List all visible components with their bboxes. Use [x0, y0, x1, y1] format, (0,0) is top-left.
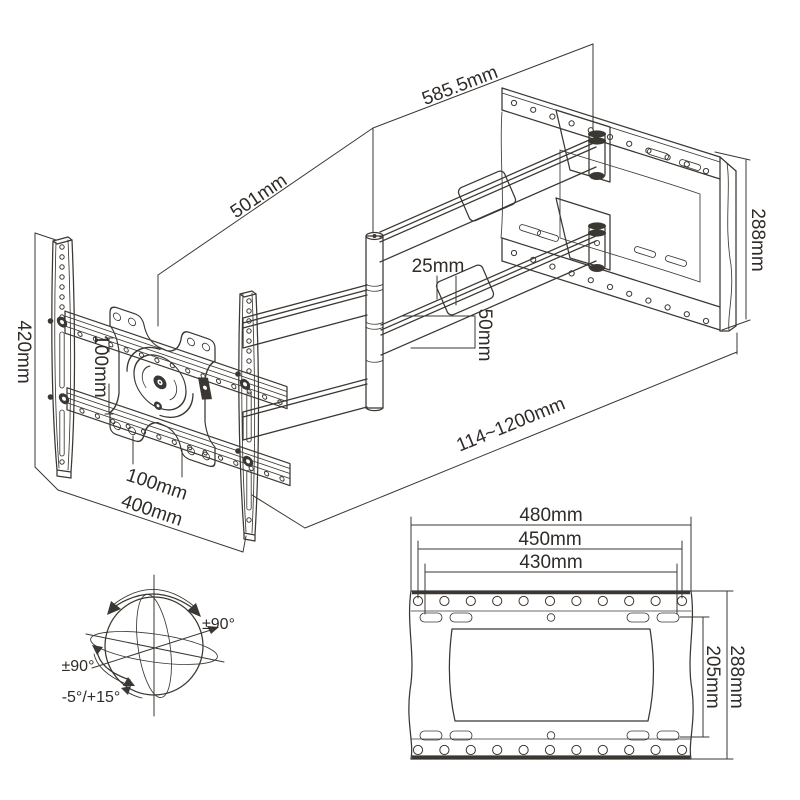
lower-cross-rail — [66, 387, 291, 487]
wall-plate-slots — [518, 148, 702, 267]
dim-label-front-288: 288mm — [726, 645, 747, 708]
dim-label-420: 420mm — [13, 320, 34, 383]
front-slots — [419, 612, 680, 741]
swivel-angle-label: ±90° — [202, 616, 235, 633]
dim-label-25: 25mm — [412, 256, 465, 277]
front-top-holes — [412, 595, 688, 607]
dim-label-iso-288: 288mm — [747, 208, 768, 271]
elbow-joint — [365, 231, 384, 412]
rail-bolts — [56, 316, 254, 467]
tv-bracket — [47, 236, 291, 542]
roll-arrow-down — [123, 677, 135, 686]
right-vertical-rail — [235, 290, 260, 542]
vesa-adapter-plate — [109, 306, 216, 468]
dim-label-430: 430mm — [519, 552, 582, 573]
iso-dimension-lines — [34, 43, 751, 553]
isometric-assembly: 585.5mm 501mm 25mm 50mm 288mm 420mm 100m… — [13, 43, 768, 553]
front-dimension-lines — [410, 516, 734, 760]
dim-label-205: 205mm — [702, 645, 723, 708]
front-dimension-labels: 480mm 450mm 430mm 205mm 288mm — [518, 505, 747, 709]
dim-label-480: 480mm — [519, 505, 582, 526]
dim-label-50: 50mm — [474, 309, 495, 362]
rotate-angle-label: ±90° — [62, 658, 95, 675]
articulating-arms — [242, 130, 606, 441]
tilt-angle-label: -5°/+15° — [62, 689, 121, 706]
tilt-arrow — [121, 686, 131, 695]
lower-wall-pivot — [588, 222, 606, 272]
yaw-arrow-left — [107, 601, 121, 615]
dim-label-100-vertical: 100mm — [90, 334, 111, 397]
iso-dimension-labels: 585.5mm 501mm 25mm 50mm 288mm 420mm 100m… — [13, 62, 768, 531]
dim-label-585: 585.5mm — [419, 62, 500, 110]
lower-arm-bracket — [555, 197, 611, 271]
rotation-sphere-diagram: ±90° ±90° -5°/+15° — [62, 574, 235, 717]
roll-arrow-up — [92, 645, 103, 655]
wall-plate-front-view: 480mm 450mm 430mm 205mm 288mm — [408, 505, 747, 760]
wall-plate-isometric — [500, 87, 737, 332]
front-window-cutout — [448, 628, 655, 722]
dim-label-501: 501mm — [227, 170, 291, 223]
upper-wall-pivot — [588, 130, 606, 180]
yaw-arrow-right — [187, 603, 201, 617]
front-bottom-holes — [412, 744, 688, 756]
swivel-mechanism — [126, 346, 212, 418]
upper-arm-bracket — [555, 109, 611, 183]
dim-label-extension-range: 114~1200mm — [454, 393, 569, 456]
left-vertical-rail — [47, 236, 76, 479]
dim-label-450: 450mm — [518, 529, 581, 550]
